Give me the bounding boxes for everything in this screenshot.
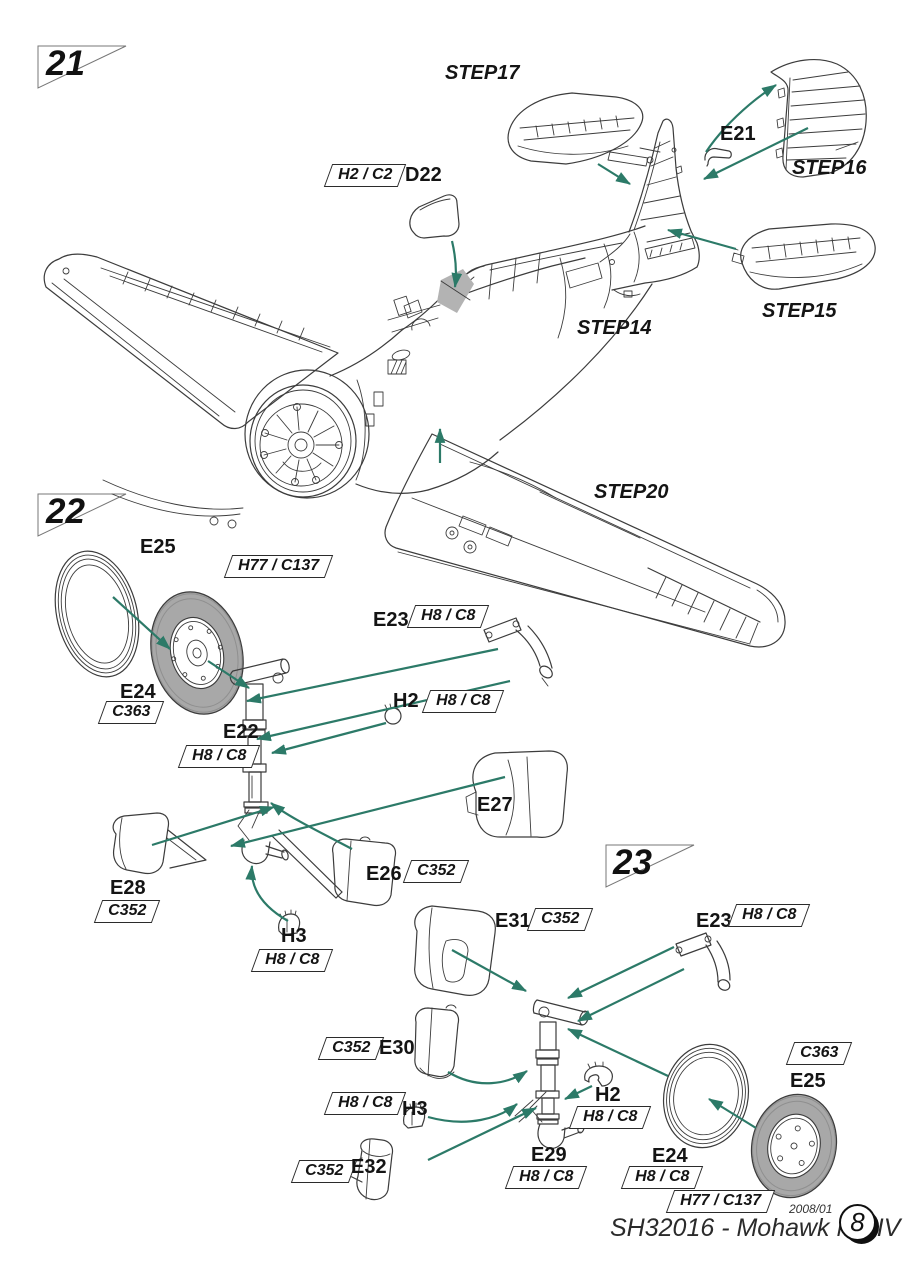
part-h2-clip (584, 1061, 613, 1087)
label-step15: STEP15 (762, 300, 837, 322)
part-label-h3: H3 (281, 925, 307, 947)
part-label-e23-2: E23 (696, 910, 732, 932)
paint-callout-e28-c352: C352 (93, 900, 161, 923)
step-flag-22: 22 (46, 492, 85, 531)
part-label-e25-2: E25 (790, 1070, 826, 1092)
part-e23-link-2 (675, 932, 731, 991)
part-label-h3-2: H3 (402, 1098, 428, 1120)
page-number-badge: 8 (839, 1204, 876, 1241)
part-label-e27: E27 (477, 794, 513, 816)
part-e25-wheel-2 (750, 1093, 838, 1199)
paint-callout-h2-2-h8c8: H8 / C8 (568, 1106, 652, 1129)
aircraft-illustration (43, 118, 786, 648)
part-label-e30: E30 (379, 1037, 415, 1059)
label-step17: STEP17 (445, 62, 520, 84)
paint-callout-c363: C363 (97, 701, 165, 724)
label-step20: STEP20 (594, 481, 669, 503)
label-step14: STEP14 (577, 317, 652, 339)
page-number: 8 (850, 1207, 865, 1237)
part-label-e25: E25 (140, 536, 176, 558)
paint-callout-h77-c137: H77 / C137 (223, 555, 334, 578)
part-label-e29: E29 (531, 1144, 567, 1166)
step-flag-23: 23 (613, 843, 652, 882)
paint-callout-e22-h8c8: H8 / C8 (177, 745, 261, 768)
step-flag-shapes (37, 45, 695, 888)
part-label-e21: E21 (720, 123, 756, 145)
part-label-e26: E26 (366, 863, 402, 885)
part-e30-sleeve (414, 1004, 460, 1079)
paint-callout-tire-h77-c137: H77 / C137 (665, 1190, 776, 1213)
part-label-e28: E28 (110, 877, 146, 899)
paint-callout-h3-2-h8c8: H8 / C8 (323, 1092, 407, 1115)
paint-callout-h2-c2: H2 / C2 (323, 164, 407, 187)
paint-callout-e32-c352: C352 (290, 1160, 358, 1183)
part-label-d22: D22 (405, 164, 442, 186)
paint-callout-e23-2-h8c8: H8 / C8 (727, 904, 811, 927)
paint-callout-e29-h8c8: H8 / C8 (504, 1166, 588, 1189)
part-step15-tailplane (725, 223, 876, 290)
part-label-e32: E32 (351, 1156, 387, 1178)
part-e21-hook (704, 147, 732, 167)
part-e23-link (483, 617, 553, 687)
part-label-e31: E31 (495, 910, 531, 932)
paint-callout-e24-2-h8c8: H8 / C8 (620, 1166, 704, 1189)
part-e27-door (465, 750, 568, 838)
part-label-h2: H2 (393, 690, 419, 712)
part-e28-door (112, 812, 207, 875)
part-label-e24-2: E24 (652, 1145, 688, 1167)
part-label-e22: E22 (223, 721, 259, 743)
paint-callout-e26-c352: C352 (402, 860, 470, 883)
paint-callout-h2-h8c8: H8 / C8 (421, 690, 505, 713)
part-h3-fitting-2 (403, 1102, 426, 1129)
label-step16: STEP16 (792, 157, 867, 179)
step-flag-21: 21 (46, 44, 85, 83)
part-d22-fairing (409, 194, 460, 239)
paint-callout-e23-h8c8: H8 / C8 (406, 605, 490, 628)
part-e25-ring (54, 550, 140, 678)
paint-callout-h3-h8c8: H8 / C8 (250, 949, 334, 972)
part-step16-rudder (770, 59, 867, 178)
part-label-h2-2: H2 (595, 1084, 621, 1106)
paint-callout-e30-c352: C352 (317, 1037, 385, 1060)
part-e26-sleeve (332, 836, 397, 907)
part-e31-door (414, 905, 496, 996)
part-e24-ring-2 (662, 1043, 750, 1149)
part-e22-strut (229, 658, 343, 899)
paint-callout-e31-c352: C352 (526, 908, 594, 931)
part-step17-tailplane (507, 92, 661, 167)
paint-callout-e25-c363: C363 (785, 1042, 853, 1065)
part-e24-wheel (150, 591, 244, 715)
part-label-e23: E23 (373, 609, 409, 631)
part-label-e24: E24 (120, 681, 156, 703)
revision-date: 2008/01 (789, 1202, 833, 1216)
